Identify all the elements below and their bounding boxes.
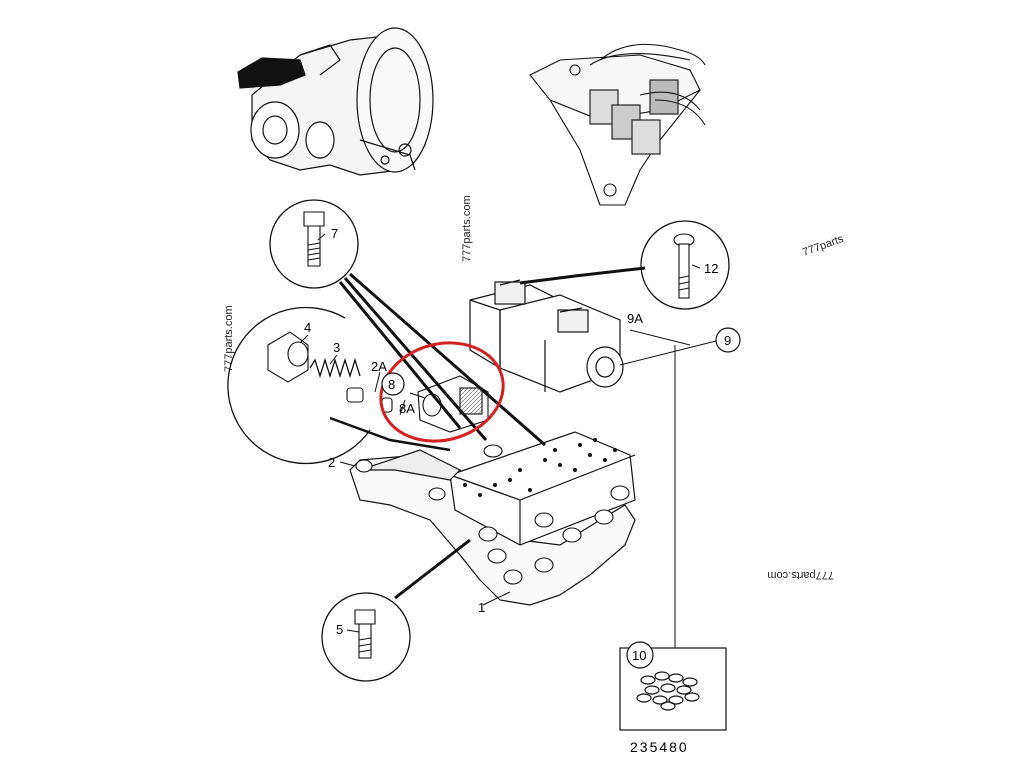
parts-box-10 <box>619 641 727 731</box>
callout-9: 9 <box>724 333 731 348</box>
callout-7: 7 <box>331 226 338 241</box>
watermark-2: 777parts.com <box>223 305 235 372</box>
callout-5: 5 <box>336 622 343 637</box>
bolt-5 <box>354 609 376 659</box>
callout-12: 12 <box>704 261 718 276</box>
watermark-1: 777parts.com <box>461 195 473 262</box>
bolt-7 <box>303 211 325 267</box>
callout-10: 10 <box>632 648 646 663</box>
part-number: 235480 <box>630 739 689 755</box>
callout-2: 2 <box>328 455 335 470</box>
highlight-ellipse <box>379 341 505 443</box>
callout-9a: 9A <box>627 311 643 326</box>
spring-3 <box>309 357 361 379</box>
callout-8a: 8A <box>399 401 415 416</box>
watermark-3: 777parts <box>801 233 846 259</box>
watermark-4: 777parts.com <box>767 569 834 581</box>
plug-4 <box>267 331 309 383</box>
callout-8: 8 <box>388 377 395 392</box>
valve-block-top-holes <box>463 438 617 497</box>
callout-1: 1 <box>478 600 485 615</box>
seal-rings <box>636 671 700 711</box>
callout-4: 4 <box>304 320 311 335</box>
leader-lines <box>299 233 721 648</box>
callout-3: 3 <box>333 340 340 355</box>
valve-block-illustration <box>529 43 706 206</box>
callout-circle-9 <box>715 327 741 353</box>
valve-block-bolt-holes <box>355 444 630 585</box>
callout-circle-8 <box>381 372 405 396</box>
valve-block-body <box>349 431 636 606</box>
bolt-12 <box>673 233 695 299</box>
transmission-housing-illustration <box>237 27 434 176</box>
detail-circle-4-3 <box>227 306 371 465</box>
solenoid-valve-9a <box>469 279 624 393</box>
callout-2a: 2A <box>371 359 387 374</box>
